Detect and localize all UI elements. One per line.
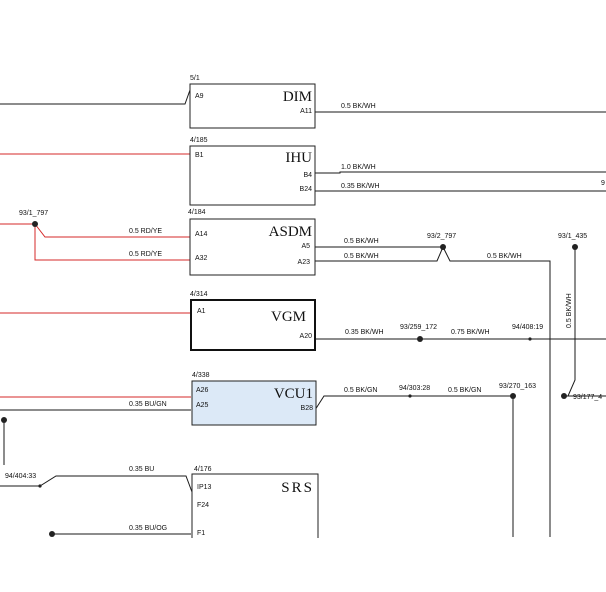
wire-label-dim-a11: 0.5 BK/WH: [341, 103, 376, 110]
wire-srs-ip13: [0, 475, 193, 493]
wire-label-asdm-a14: 0.5 RD/YE: [129, 228, 162, 235]
wire-label-vcu-cont: 0.5 BK/GN: [448, 387, 481, 394]
vcu1-ref: 4/338: [192, 372, 210, 379]
node-label-2: 93/2_797: [427, 233, 456, 240]
junction-node-6: [408, 394, 412, 398]
asdm-pin-a32: A32: [195, 255, 208, 262]
junction-node-2: [440, 244, 446, 250]
node-label-1: 93/1_797: [19, 210, 48, 217]
srs-pin-ip13: IP13: [197, 484, 212, 491]
asdm-name: ASDM: [269, 224, 312, 240]
ihu-name: IHU: [285, 150, 312, 166]
srs-name: SRS: [281, 480, 314, 496]
ihu-ref: 4/185: [190, 137, 208, 144]
wire-vertical-435: [567, 247, 576, 397]
junction-nodes: [1, 221, 578, 537]
junction-node-7: [510, 393, 516, 399]
junction-node-5: [528, 337, 532, 341]
node-label-9: 94/404:33: [5, 473, 36, 480]
vcu1-pin-a25: A25: [196, 402, 209, 409]
vcu1-name: VCU1: [274, 386, 313, 402]
wire-label-srs-ip13: 0.35 BU: [129, 466, 154, 473]
node-label-5: 94/408:19: [512, 324, 543, 331]
srs-ref: 4/176: [194, 466, 212, 473]
junction-node-8: [561, 393, 567, 399]
wire-label-asdm-a5: 0.5 BK/WH: [344, 238, 379, 245]
vgm-ref: 4/314: [190, 291, 208, 298]
srs-pin-f24: F24: [197, 502, 209, 509]
asdm-pin-a23: A23: [298, 259, 311, 266]
ihu-pin-b1: B1: [195, 152, 204, 159]
asdm-pin-a5: A5: [301, 243, 310, 250]
node-label-7: 93/270_163: [499, 383, 536, 390]
vcu1-pin-a26: A26: [196, 387, 209, 394]
dim-module-box: [189, 83, 316, 129]
dim-pin-a9: A9: [195, 93, 204, 100]
wire-label-vgm-a20: 0.35 BK/WH: [345, 329, 384, 336]
node-label-8: 93/177_4: [573, 394, 602, 401]
node-label-6: 94/303:28: [399, 385, 430, 392]
junction-node-4: [417, 336, 423, 342]
wire-label-vertical: 0.5 BK/WH: [566, 293, 573, 328]
junction-node-left: [1, 417, 7, 423]
ihu-pin-b4: B4: [303, 172, 312, 179]
wire-label-vcu-a25: 0.35 BU/GN: [129, 401, 167, 408]
wire-label-ihu-b4-cont: 9: [601, 180, 605, 187]
wire-label-vcu-b28: 0.5 BK/GN: [344, 387, 377, 394]
vcu1-pin-b28: B28: [301, 405, 314, 412]
dim-name: DIM: [283, 89, 312, 105]
asdm-module-box: [189, 218, 316, 276]
asdm-ref: 4/184: [188, 209, 206, 216]
wire-label-asdm-a23: 0.5 BK/WH: [344, 253, 379, 260]
srs-pin-f1: F1: [197, 530, 205, 537]
dim-pin-a11: A11: [300, 108, 312, 115]
wire-label-vgm-cont: 0.75 BK/WH: [451, 329, 490, 336]
junction-node-9: [38, 484, 42, 488]
vgm-pin-a1: A1: [197, 308, 206, 315]
wire-dim-a9: [0, 89, 191, 105]
junction-node-srs-f1: [49, 531, 55, 537]
ihu-module-box: [189, 145, 316, 206]
wire-label-asdm-a32: 0.5 RD/YE: [129, 251, 162, 258]
wire-label-asdm-join: 0.5 BK/WH: [487, 253, 522, 260]
wire-label-ihu-b4: 1.0 BK/WH: [341, 164, 376, 171]
vgm-name: VGM: [271, 309, 306, 325]
wire-asdm-a14: [34, 223, 191, 238]
node-label-4: 93/259_172: [400, 324, 437, 331]
vgm-pin-a20: A20: [300, 333, 313, 340]
dim-ref: 5/1: [190, 75, 200, 82]
junction-node-1: [32, 221, 38, 227]
red-wires: [0, 153, 191, 398]
srs-module-box: [191, 473, 319, 538]
vcu1-module-box: [191, 380, 317, 426]
wire-asdm-a32: [34, 224, 191, 261]
junction-node-3: [572, 244, 578, 250]
ihu-pin-b24: B24: [300, 186, 313, 193]
node-label-3: 93/1_435: [558, 233, 587, 240]
wire-ihu-b4: [315, 171, 606, 174]
wire-vcu-b28: [314, 395, 514, 537]
wire-label-ihu-b24: 0.35 BK/WH: [341, 183, 380, 190]
black-wires: [0, 89, 606, 537]
wire-label-srs-f1: 0.35 BU/OG: [129, 525, 167, 532]
vgm-module-box: [190, 299, 316, 351]
asdm-pin-a14: A14: [195, 231, 208, 238]
wire-asdm-a23: [315, 245, 551, 537]
